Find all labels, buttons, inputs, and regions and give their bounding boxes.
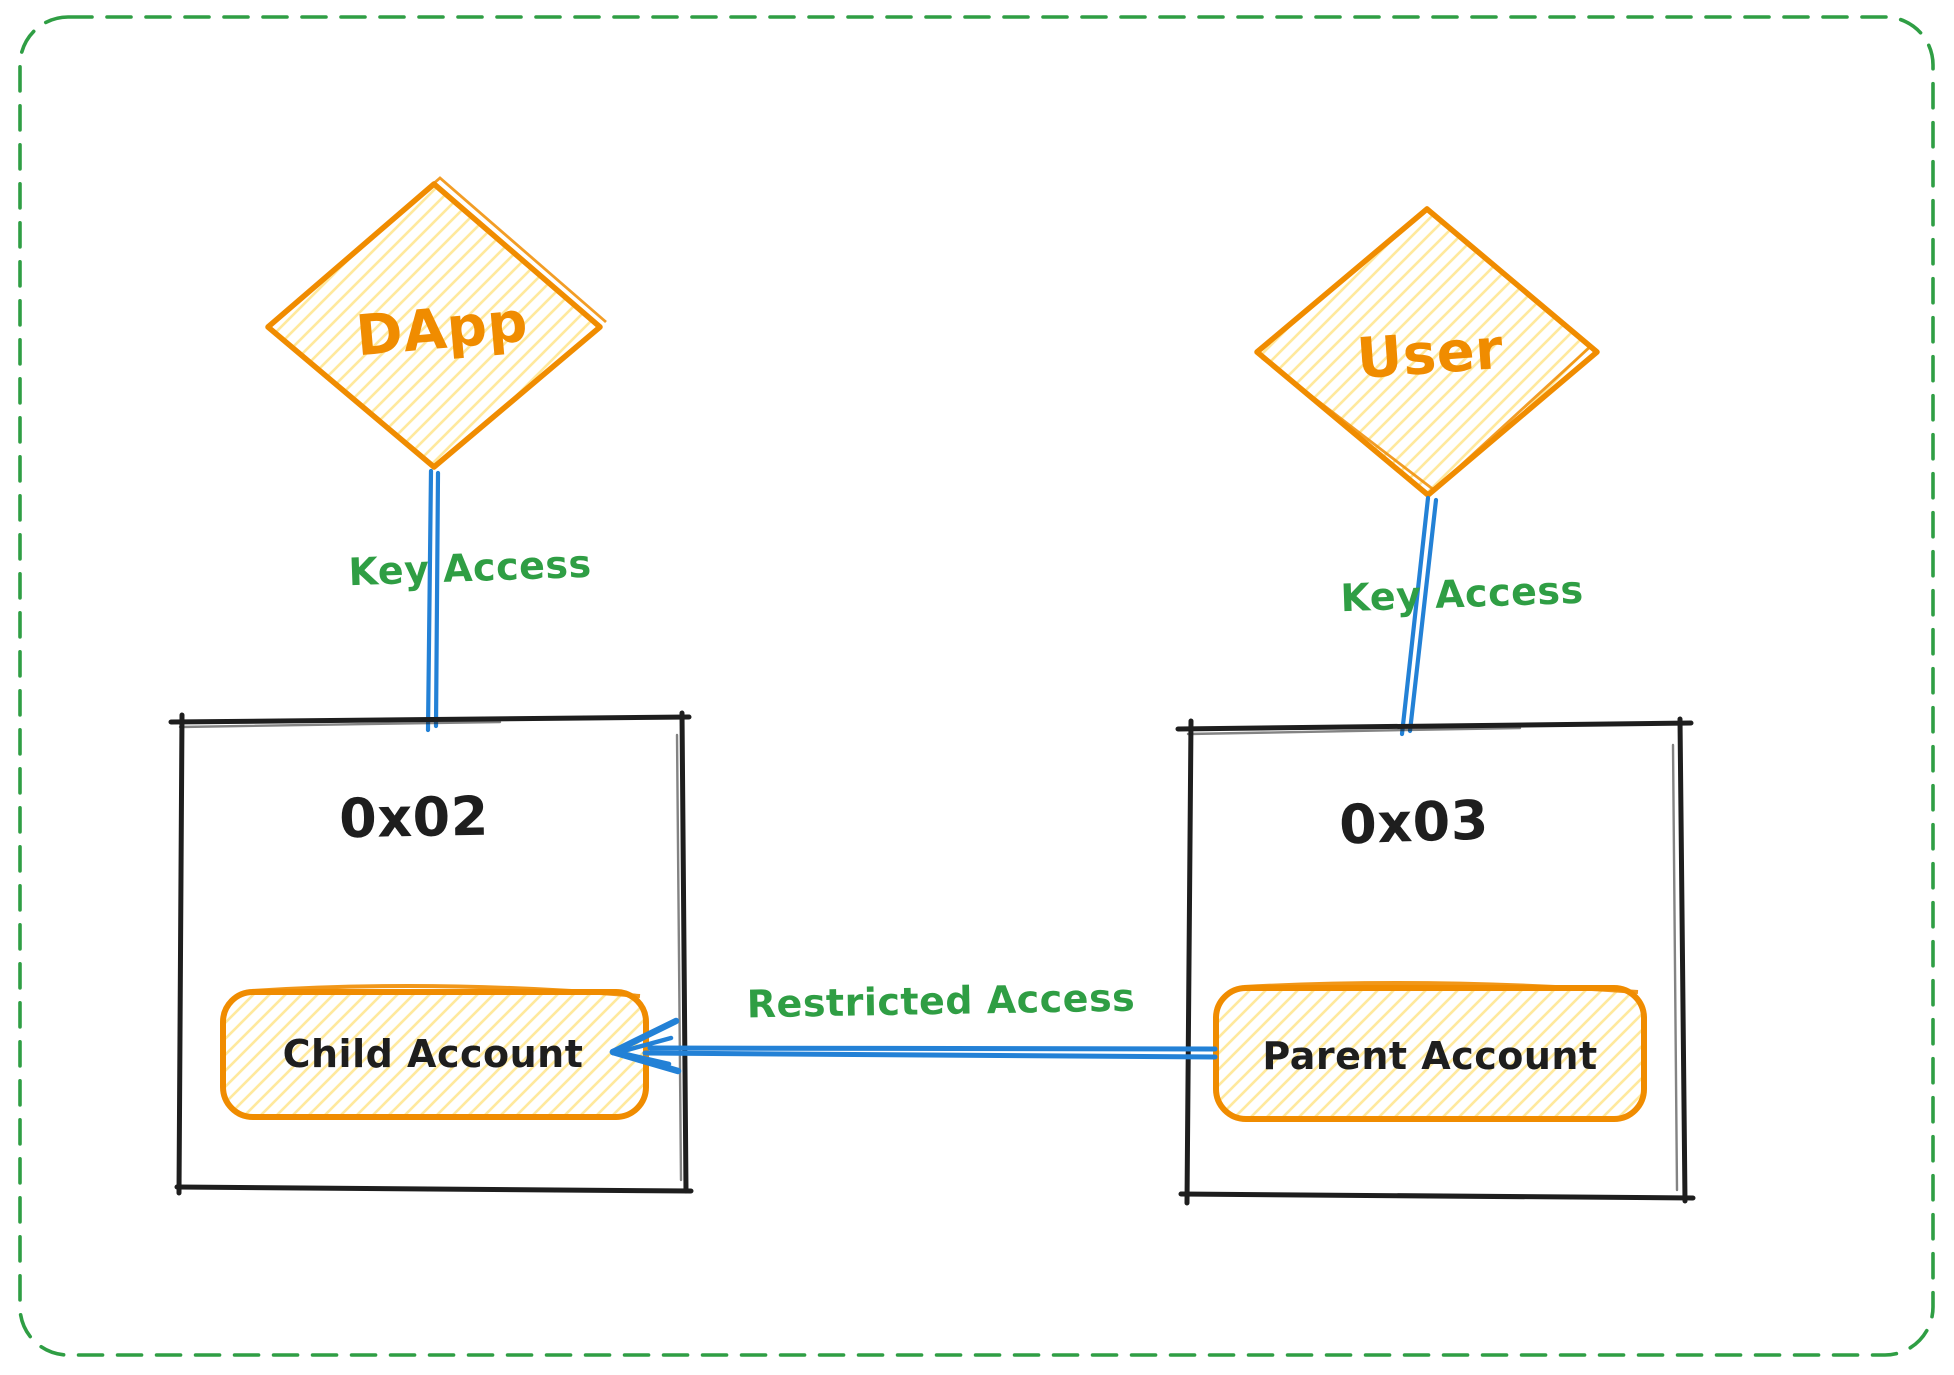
child-account-node: Child Account [220,984,649,1120]
restricted-access-arrow [609,1017,1218,1075]
parent-account-label: Parent Account [1262,1034,1597,1078]
parent-account-shape [1213,985,1647,1122]
account-0x03-label: 0x03 [1338,788,1490,856]
dashed-border-frame [18,15,1935,1357]
account-0x02-label: 0x02 [339,785,490,851]
user-label: User [1355,317,1506,392]
account-0x03-box [1175,716,1696,1206]
parent-account-sketch-echo [1243,981,1639,994]
restricted-access-label: Restricted Access [746,976,1135,1027]
user-diamond-sketch-echo [1261,344,1592,492]
key-access-label-right: Key Access [1340,568,1584,620]
dapp-key-access-connector [425,468,441,733]
user-diamond-node: User [1254,206,1600,498]
parent-account-node: Parent Account [1213,981,1647,1122]
dapp-diamond-node: DApp [265,176,607,470]
child-account-sketch-echo [251,984,641,998]
dapp-label: DApp [353,290,530,370]
user-key-access-connector [1399,495,1439,737]
dapp-diamond-sketch-echo [275,176,607,324]
child-account-label: Child Account [283,1032,584,1076]
key-access-label-left: Key Access [348,542,592,594]
user-diamond-shape [1254,206,1600,498]
account-0x02-box [168,710,694,1196]
